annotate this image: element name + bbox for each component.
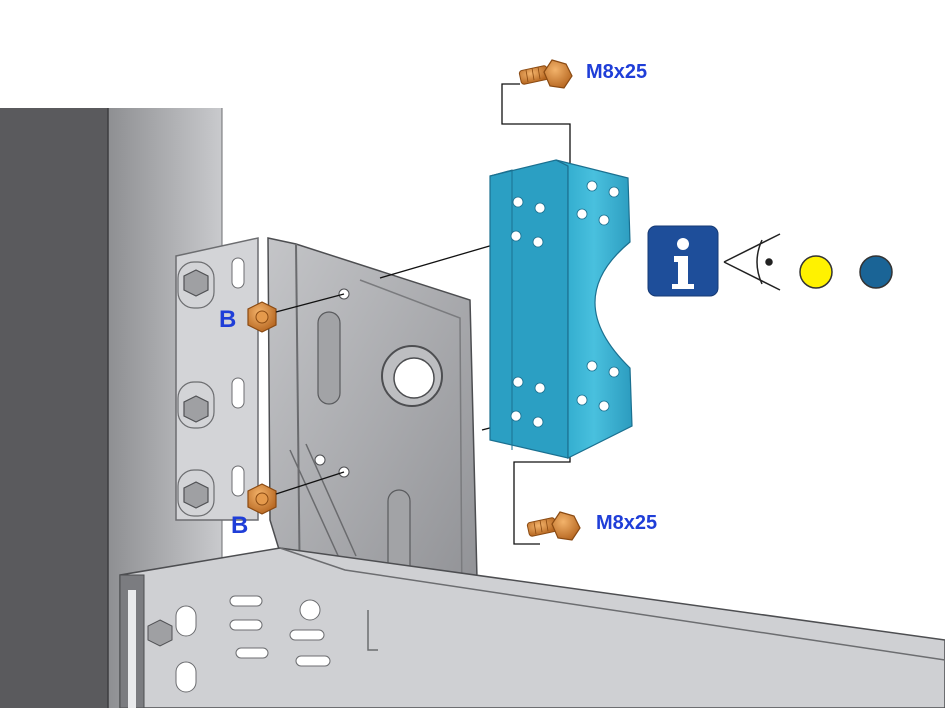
eye-icon xyxy=(723,233,781,291)
nut-upper-icon xyxy=(247,301,277,333)
nut-lower-label: B xyxy=(231,512,249,539)
bolt-bottom-icon xyxy=(526,511,581,541)
side-plate-bolts xyxy=(183,269,209,509)
bolt-top-label: M8x25 xyxy=(586,61,648,83)
yellow-dot-icon xyxy=(799,255,833,289)
bolt-bottom-label: M8x25 xyxy=(596,512,658,534)
blue-bracket xyxy=(489,159,633,459)
side-plate xyxy=(175,237,259,521)
bolt-top-icon xyxy=(518,59,573,89)
blue-dot-icon xyxy=(859,255,893,289)
nut-upper-label: B xyxy=(219,306,237,333)
info-icon xyxy=(647,225,719,297)
main-bracket xyxy=(267,237,479,619)
nut-lower-icon xyxy=(247,483,277,515)
lower-beam xyxy=(119,547,945,708)
